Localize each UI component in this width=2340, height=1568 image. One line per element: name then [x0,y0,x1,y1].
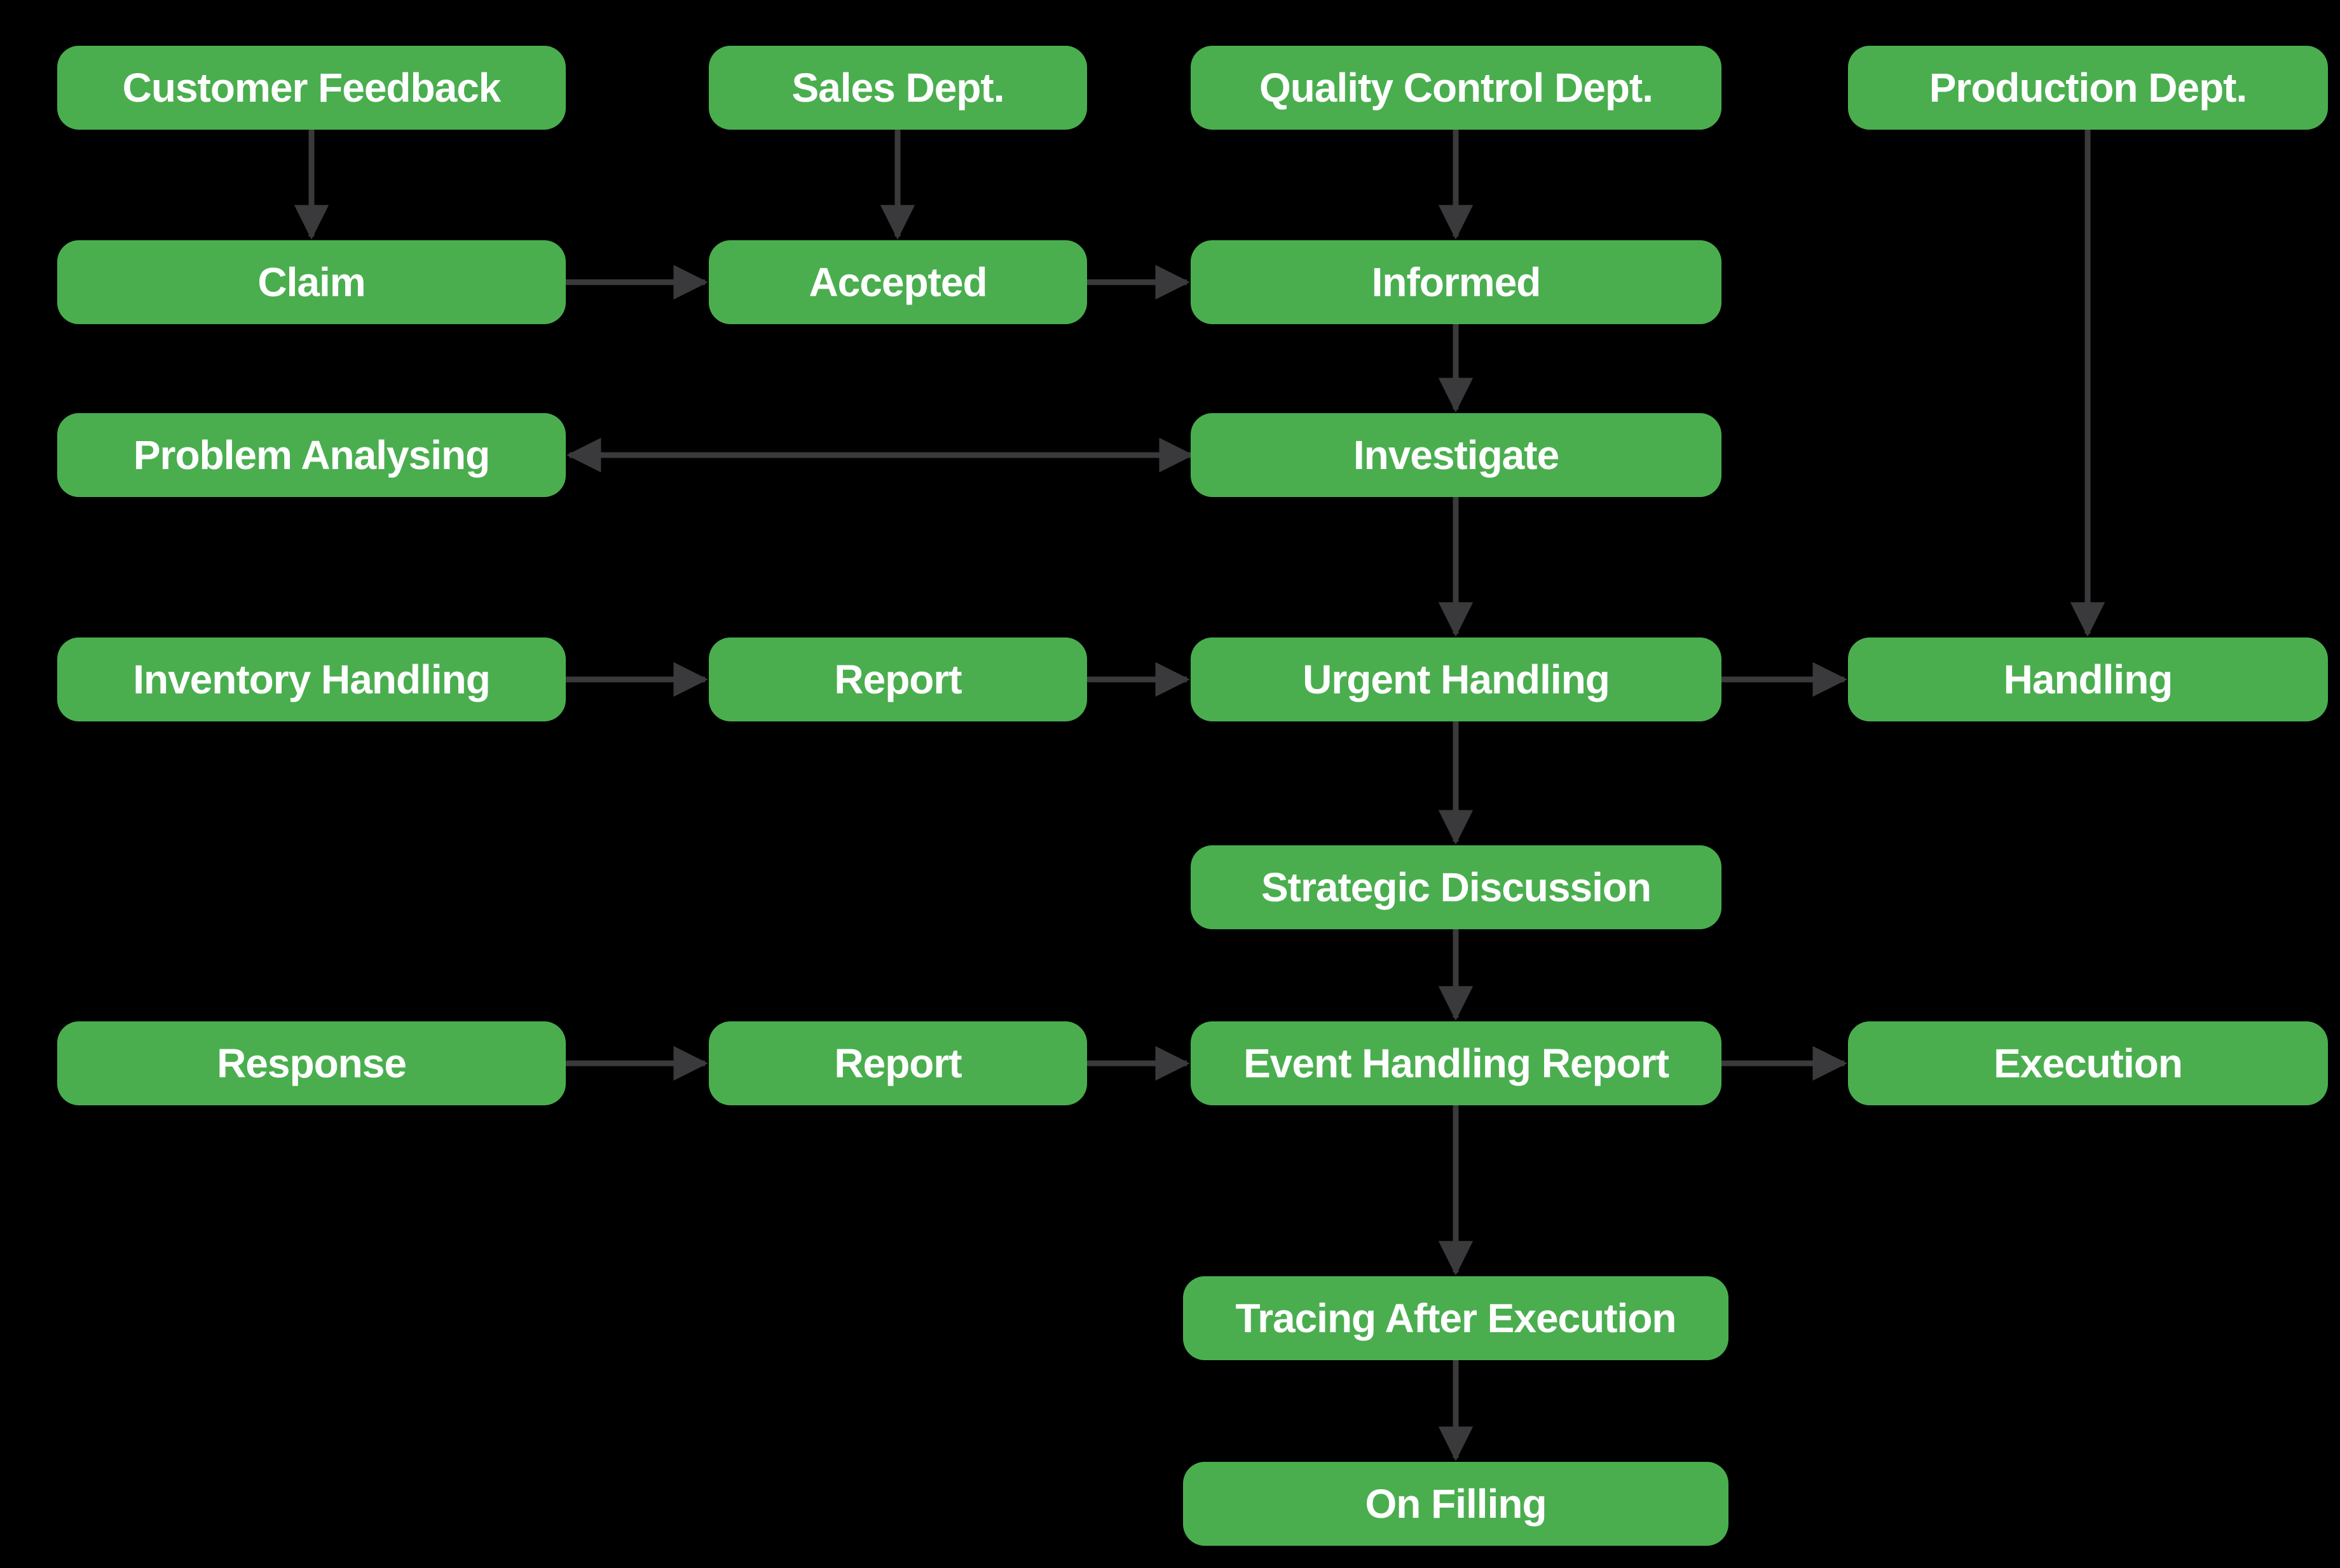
node-execution: Execution [1848,1021,2328,1105]
node-report-inventory: Report [709,637,1087,721]
node-production-dept: Production Dept. [1848,46,2328,130]
node-urgent-handling: Urgent Handling [1191,637,1721,721]
node-strategic-discussion: Strategic Discussion [1191,845,1721,929]
node-tracing-after-execution: Tracing After Execution [1183,1276,1728,1360]
node-problem-analysing: Problem Analysing [57,413,566,497]
node-event-handling-report: Event Handling Report [1191,1021,1721,1105]
node-response: Response [57,1021,566,1105]
node-customer-feedback: Customer Feedback [57,46,566,130]
node-claim: Claim [57,240,566,324]
node-investigate: Investigate [1191,413,1721,497]
node-on-filling: On Filling [1183,1462,1728,1546]
node-report-response: Report [709,1021,1087,1105]
node-sales-dept: Sales Dept. [709,46,1087,130]
node-accepted: Accepted [709,240,1087,324]
node-handling: Handling [1848,637,2328,721]
node-quality-control-dept: Quality Control Dept. [1191,46,1721,130]
node-inventory-handling: Inventory Handling [57,637,566,721]
node-informed: Informed [1191,240,1721,324]
